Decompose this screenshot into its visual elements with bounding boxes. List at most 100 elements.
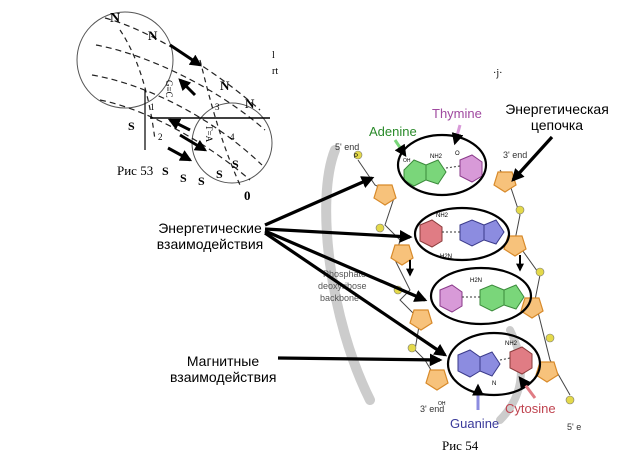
fig53-letter: S xyxy=(232,157,239,171)
five-prime-top: 5' end xyxy=(335,142,359,152)
cytosine-ring xyxy=(509,346,533,375)
fig53-letter: 2 xyxy=(158,132,163,142)
phosphate xyxy=(565,395,575,405)
thymine-label: Thymine xyxy=(432,106,482,121)
adenine-label: Adenine xyxy=(369,124,417,139)
fig53-letter: S xyxy=(198,174,205,188)
phosphate xyxy=(407,343,417,353)
adenine-pointer xyxy=(393,139,407,157)
fig53-letter: 3 xyxy=(215,102,220,112)
backbone-label-line1: Phosphate xyxy=(323,269,366,279)
adenine-ring xyxy=(503,284,525,310)
fig53-diagram: N N N N S S S S S S 0 G≡C T=A 1 2 3 4 xyxy=(76,11,273,203)
fig53-arrow xyxy=(167,146,193,162)
fig53-letter: S xyxy=(162,164,169,178)
fig53-letter: N xyxy=(220,78,230,93)
base-pair-c-g: NH2 H2N xyxy=(419,213,505,260)
phosphate xyxy=(353,150,363,160)
phosphate xyxy=(535,267,545,277)
three-prime-top: 3' end xyxy=(503,150,527,160)
cytosine-ring xyxy=(419,219,443,248)
base-pair-ellipse xyxy=(396,133,488,197)
base-pair-ellipse xyxy=(429,266,533,326)
fig53-caption: Рис 53 xyxy=(117,163,154,178)
guanine-ring xyxy=(457,349,481,378)
sugar-ring xyxy=(373,184,397,206)
energy-chain-arrow xyxy=(511,135,554,182)
svg-text:OH: OH xyxy=(403,158,411,164)
svg-text:NH2: NH2 xyxy=(436,213,449,219)
backbone-label-line3: backbone xyxy=(320,293,359,303)
svg-text:O: O xyxy=(455,151,460,157)
magnetic-arrow xyxy=(277,353,443,367)
fig53-letter: G≡C xyxy=(164,80,174,98)
fig53-arrow xyxy=(167,118,191,132)
fig53-letter: 4 xyxy=(230,132,235,142)
fig53-letter: N xyxy=(148,28,158,43)
fig53-circle-lower xyxy=(191,102,273,184)
guanine-ring xyxy=(479,351,501,377)
guanine-ring xyxy=(459,219,485,247)
phosphate-label: P xyxy=(354,154,358,160)
base-pair-ellipse xyxy=(413,206,511,262)
cytosine-pointer xyxy=(518,376,537,399)
fig53-field-line xyxy=(199,59,241,186)
fig53-field-line xyxy=(104,17,261,111)
backbone-shadow xyxy=(321,145,375,405)
adenine-ring xyxy=(479,284,505,312)
fig53-arrow xyxy=(178,78,197,97)
stray-text: l xyxy=(272,50,275,61)
energy-arrow-3 xyxy=(264,229,428,302)
three-prime-bottom: 3' end xyxy=(420,404,444,414)
stray-text: rt xyxy=(272,66,279,77)
thymine-ring xyxy=(459,154,483,183)
fig53-letter: T=A xyxy=(204,125,214,143)
fig53-letter: 0 xyxy=(244,188,251,203)
base-pair-t-a: H2N xyxy=(439,278,525,313)
fig53-arrow xyxy=(179,133,208,152)
sugar-ring xyxy=(535,361,559,383)
energy-arrow-4 xyxy=(264,231,448,357)
guanine-label: Guanine xyxy=(450,416,499,431)
svg-text:N: N xyxy=(492,381,496,387)
fig54-diagram: P NH2 O NH2 H2N xyxy=(318,106,581,432)
svg-text:OH: OH xyxy=(438,401,446,407)
base-pair-a-t: NH2 O xyxy=(403,151,483,187)
sugar-ring xyxy=(503,235,527,257)
base-pair-g-c: NH2 N xyxy=(457,341,533,387)
fig53-field-line xyxy=(119,29,156,141)
energy-interactions-label: Энергетические взаимодействия xyxy=(156,220,264,252)
fig53-field-line xyxy=(91,74,263,166)
fig53-letter: S xyxy=(128,119,135,133)
base-pair-ellipse xyxy=(446,331,542,397)
phosphate xyxy=(375,223,385,233)
fig53-letter: N xyxy=(110,11,120,26)
stray-text: ·j· xyxy=(493,68,503,79)
fig53-circle-upper xyxy=(76,11,174,109)
energy-chain-label: Энергетическая цепочка xyxy=(505,101,609,133)
guanine-ring xyxy=(483,219,505,245)
sugar-ring xyxy=(390,244,414,266)
thymine-ring xyxy=(439,284,463,313)
fig53-arrow xyxy=(169,43,202,67)
phosphate xyxy=(515,205,525,215)
fig53-letter: N xyxy=(245,96,255,111)
interaction-arrows xyxy=(264,135,554,367)
fig53-letter: S xyxy=(180,171,187,185)
fig53-letter: S xyxy=(216,167,223,181)
fig53-letter: 1 xyxy=(150,102,155,112)
sugar-ring xyxy=(493,171,517,193)
svg-text:H2N: H2N xyxy=(470,278,482,284)
five-prime-bottom: 5' е xyxy=(567,422,581,432)
fig53-field-line xyxy=(99,99,251,181)
thymine-pointer xyxy=(451,124,464,146)
sugar-ring xyxy=(520,297,544,319)
fig53-field-line xyxy=(95,44,266,131)
adenine-ring xyxy=(425,159,447,185)
energy-arrow-1 xyxy=(264,176,375,227)
cytosine-label: Cytosine xyxy=(505,401,556,416)
svg-text:H2N: H2N xyxy=(440,254,452,260)
phosphate xyxy=(545,333,555,343)
